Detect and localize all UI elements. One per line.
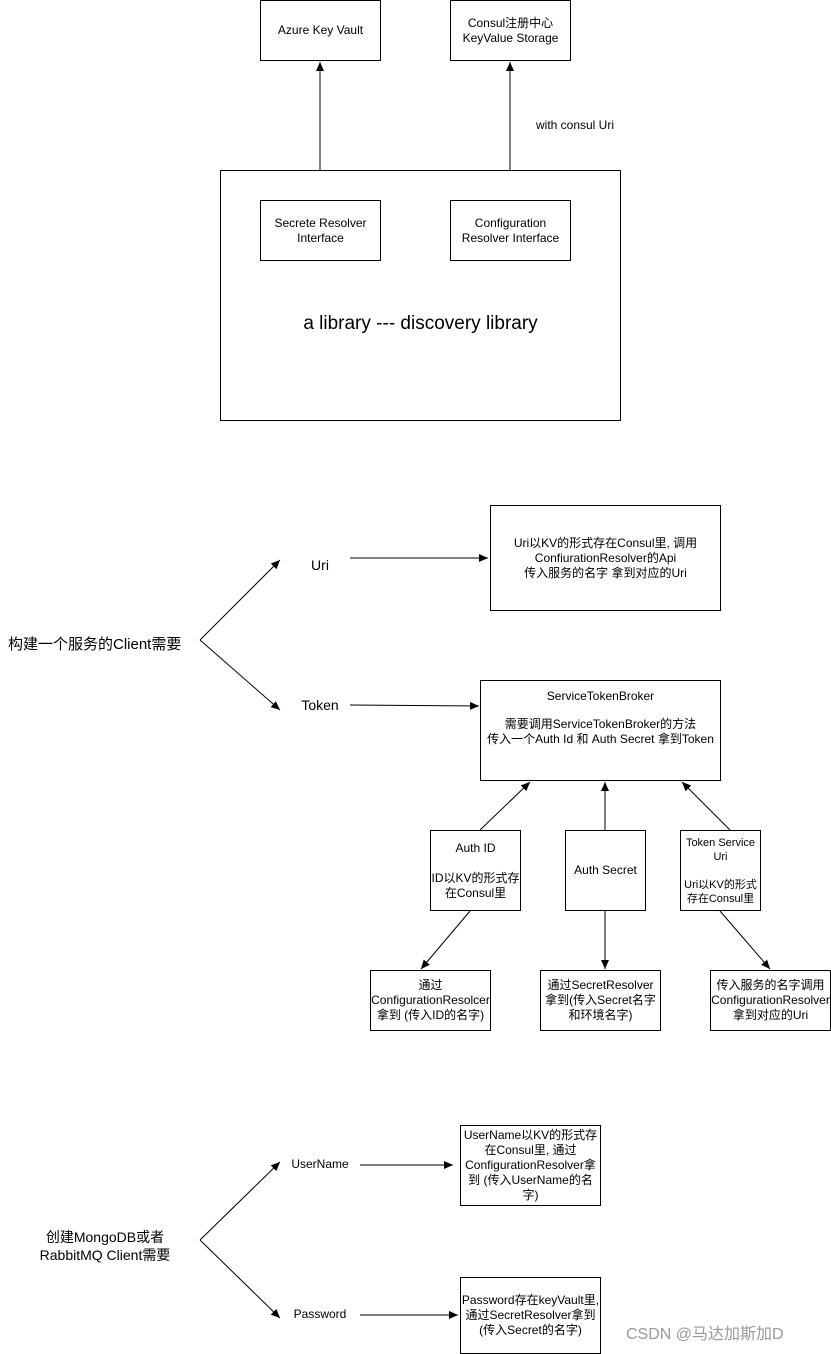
configuration-resolver-box: Configuration Resolver Interface bbox=[450, 200, 571, 261]
secrete-resolver-label: Secrete Resolver Interface bbox=[274, 215, 367, 245]
uri-desc-box: Uri以KV的形式存在Consul里, 调用 ConfiurationResol… bbox=[490, 505, 721, 611]
password-desc-label: Password存在keyVault里, 通过SecretResolver拿到 … bbox=[461, 1293, 600, 1337]
uri-desc-label: Uri以KV的形式存在Consul里, 调用 ConfiurationResol… bbox=[513, 535, 698, 580]
service-token-broker-box: ServiceTokenBroker 需要调用ServiceTokenBroke… bbox=[480, 680, 721, 781]
arrow-root-to-uri bbox=[199, 559, 281, 641]
arrow-authid-to-fetch bbox=[420, 910, 471, 970]
token-label: Token bbox=[301, 697, 339, 713]
arrow-authid-to-broker bbox=[479, 781, 531, 831]
auth-secret-fetch-label: 通过SecretResolver 拿到(传入Secret名字 和环境名字) bbox=[545, 978, 656, 1022]
username-desc-label: UserName以KV的形式存 在Consul里, 通过 Configurati… bbox=[463, 1128, 598, 1202]
watermark: CSDN @马达加斯加D bbox=[626, 1326, 784, 1343]
client-root-label: 构建一个服务的Client需要 bbox=[8, 636, 182, 653]
auth-id-label: Auth ID ID以KV的形式存 在Consul里 bbox=[431, 840, 520, 900]
with-consul-uri-label: with consul Uri bbox=[535, 118, 615, 132]
token-uri-fetch-label: 传入服务的名字调用 ConfigurationResolver 拿到对应的Uri bbox=[711, 978, 830, 1022]
arrow-token-to-broker bbox=[349, 701, 480, 710]
broker-title: ServiceTokenBroker bbox=[546, 689, 655, 703]
arrow-root3-to-username bbox=[199, 1161, 281, 1241]
arrow-root3-to-password bbox=[199, 1239, 281, 1319]
arrow-root-to-token bbox=[199, 639, 281, 711]
auth-secret-box: Auth Secret bbox=[565, 830, 646, 911]
token-service-uri-label: Token Service Uri Uri以KV的形式 存在Consul里 bbox=[684, 836, 757, 905]
auth-secret-fetch-box: 通过SecretResolver 拿到(传入Secret名字 和环境名字) bbox=[540, 970, 661, 1031]
db-client-root-label: 创建MongoDB或者 RabbitMQ Client需要 bbox=[39, 1229, 171, 1263]
token-uri-fetch-box: 传入服务的名字调用 ConfigurationResolver 拿到对应的Uri bbox=[710, 970, 831, 1031]
arrow-tokenuri-to-broker bbox=[681, 781, 731, 831]
auth-id-fetch-label: 通过 ConfigurationResolcer 拿到 (传入ID的名字) bbox=[371, 978, 490, 1022]
secrete-resolver-box: Secrete Resolver Interface bbox=[260, 200, 381, 261]
consul-storage-box: Consul注册中心 KeyValue Storage bbox=[450, 0, 571, 61]
arrow-tokenuri-to-fetch bbox=[719, 910, 771, 970]
library-title: a library --- discovery library bbox=[303, 313, 538, 334]
username-desc-box: UserName以KV的形式存 在Consul里, 通过 Configurati… bbox=[460, 1125, 601, 1206]
auth-secret-label: Auth Secret bbox=[574, 863, 637, 877]
azure-key-vault-label: Azure Key Vault bbox=[277, 23, 364, 37]
token-service-uri-box: Token Service Uri Uri以KV的形式 存在Consul里 bbox=[680, 830, 761, 911]
password-label: Password bbox=[293, 1307, 347, 1321]
password-desc-box: Password存在keyVault里, 通过SecretResolver拿到 … bbox=[460, 1277, 601, 1354]
consul-storage-label: Consul注册中心 KeyValue Storage bbox=[462, 15, 559, 45]
auth-id-box: Auth ID ID以KV的形式存 在Consul里 bbox=[430, 830, 521, 911]
username-label: UserName bbox=[291, 1157, 349, 1171]
auth-id-fetch-box: 通过 ConfigurationResolcer 拿到 (传入ID的名字) bbox=[370, 970, 491, 1031]
azure-key-vault-box: Azure Key Vault bbox=[260, 0, 381, 61]
uri-label: Uri bbox=[311, 557, 329, 573]
configuration-resolver-label: Configuration Resolver Interface bbox=[461, 215, 560, 245]
broker-desc: 需要调用ServiceTokenBroker的方法 传入一个Auth Id 和 … bbox=[487, 717, 714, 746]
